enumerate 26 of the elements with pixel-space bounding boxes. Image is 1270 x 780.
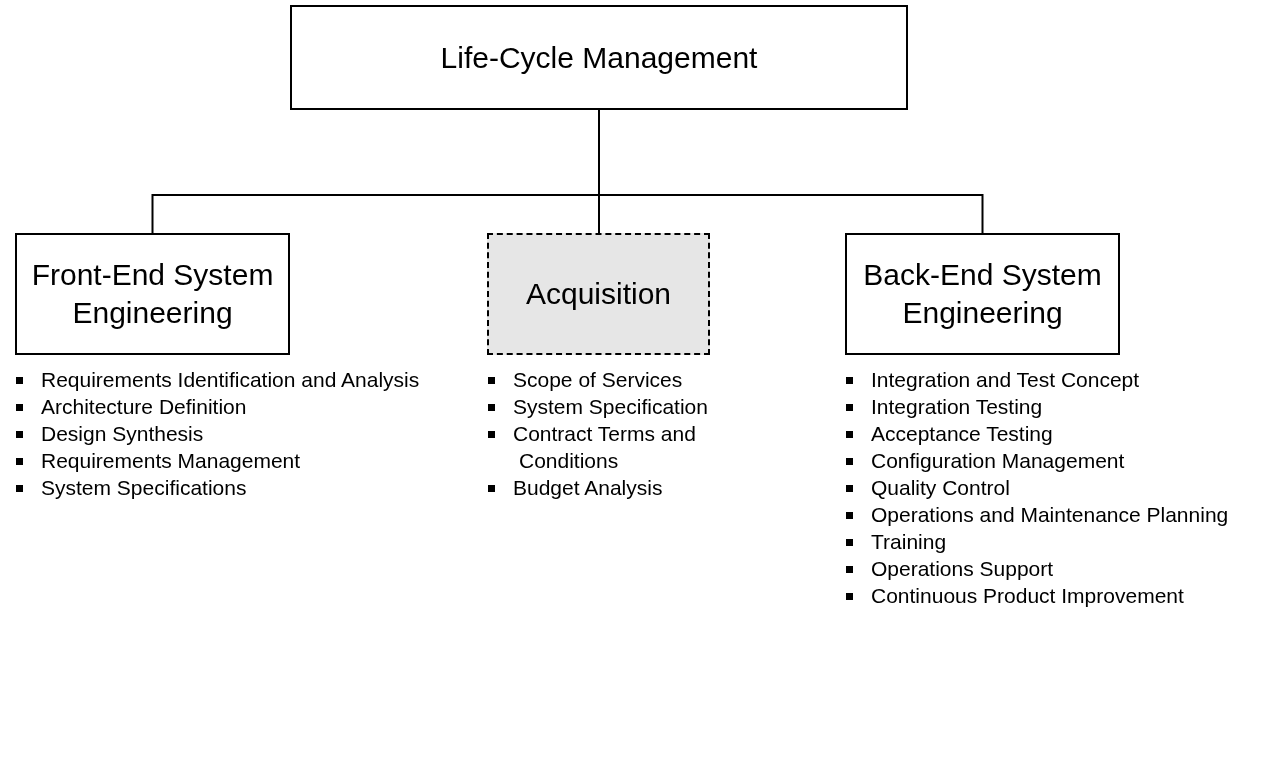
list-item: Design Synthesis [41, 421, 204, 447]
list-item: Quality Control [871, 475, 1010, 501]
list-item: Acceptance Testing [871, 421, 1053, 447]
list-item: Integration Testing [871, 394, 1043, 420]
list-item: System Specification [513, 394, 708, 420]
box-label: Front-End System Engineering [30, 257, 275, 331]
process-box [15, 233, 290, 355]
process-box [845, 233, 1120, 355]
process-box [290, 5, 908, 110]
list-item: Operations Support [871, 556, 1054, 582]
box-label: Life-Cycle Management [440, 39, 758, 76]
box-label: Acquisition [525, 276, 672, 312]
list-item: Continuous Product Improvement [871, 583, 1184, 609]
list-item: Training [871, 529, 947, 555]
list-item: Operations and Maintenance Planning [871, 502, 1229, 528]
box-label: Back-End System Engineering [862, 257, 1103, 331]
list-item: Integration and Test Concept [871, 367, 1140, 393]
list-item: Scope of Services [513, 367, 683, 393]
list-item: Architecture Definition [41, 394, 247, 420]
list-item: System Specifications [41, 475, 247, 501]
dashed-box [487, 233, 710, 355]
list-item: Budget Analysis [513, 475, 663, 501]
list-item: Requirements Management [41, 448, 301, 474]
list-item: Contract Terms and Conditions [513, 421, 697, 474]
list-item: Configuration Management [871, 448, 1125, 474]
list-item: Requirements Identification and Analysis [41, 367, 420, 393]
